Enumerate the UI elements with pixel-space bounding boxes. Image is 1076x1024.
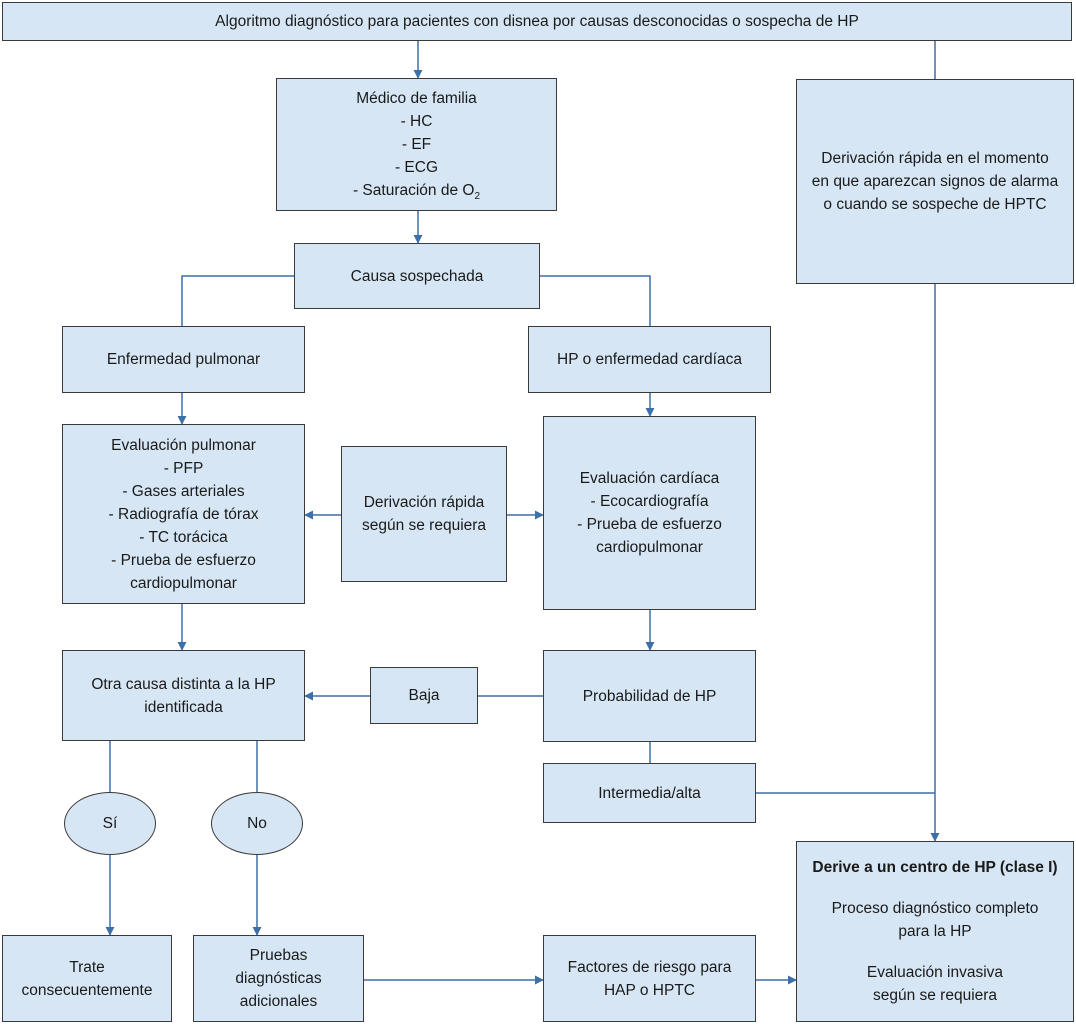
intermedia-box: Intermedia/alta: [543, 763, 756, 823]
trate-box: Trate consecuentemente: [2, 935, 172, 1022]
si-text: Sí: [102, 814, 118, 832]
derivacion-rapida-line: Derivación rápida: [363, 494, 485, 511]
eval-cardiaca-line: Evaluación cardíaca: [579, 470, 720, 487]
centro-line: para la HP: [898, 923, 972, 940]
pulmonar-text: Enfermedad pulmonar: [106, 351, 261, 368]
derivacion-alarma-line: o cuando se sospeche de HPTC: [823, 196, 1047, 213]
title-text: Algoritmo diagnóstico para pacientes con…: [215, 13, 859, 30]
no-text: No: [247, 814, 267, 832]
title-box: Algoritmo diagnóstico para pacientes con…: [2, 2, 1072, 41]
eval-pulmonar-line: - Prueba de esfuerzo: [111, 551, 256, 569]
trate-line: Trate: [69, 958, 105, 976]
eval-cardiaca-box: Evaluación cardíaca - Ecocardiografía - …: [543, 416, 756, 610]
cardiaca-text: HP o enfermedad cardíaca: [557, 351, 742, 368]
si-oval: Sí: [64, 792, 156, 855]
medico-heading: Médico de familia: [356, 90, 477, 107]
eval-pulmonar-line: Evaluación pulmonar: [111, 436, 256, 454]
medico-item-saturacion: - Saturación de O2: [352, 182, 481, 203]
medico-item: - ECG: [394, 159, 439, 176]
baja-text: Baja: [408, 687, 440, 704]
factores-line: HAP o HPTC: [603, 981, 696, 999]
otra-causa-box: Otra causa distinta a la HP identificada: [62, 650, 305, 741]
probabilidad-box: Probabilidad de HP: [543, 650, 756, 742]
centro-line: Evaluación invasiva: [866, 964, 1004, 981]
pruebas-line: Pruebas: [249, 947, 308, 964]
medico-item: - EF: [401, 136, 432, 153]
pulmonar-box: Enfermedad pulmonar: [62, 326, 305, 393]
centro-line: Proceso diagnóstico completo: [831, 900, 1039, 917]
eval-cardiaca-line: - Prueba de esfuerzo: [577, 516, 722, 533]
eval-cardiaca-line: - Ecocardiografía: [590, 493, 709, 510]
otra-causa-line: Otra causa distinta a la HP: [91, 675, 276, 693]
eval-cardiaca-line: cardiopulmonar: [596, 539, 703, 556]
pruebas-line: diagnósticas: [235, 970, 322, 987]
centro-heading: Derive a un centro de HP (clase I): [812, 859, 1058, 876]
factores-box: Factores de riesgo para HAP o HPTC: [543, 935, 756, 1022]
centro-line: según se requiera: [872, 987, 998, 1004]
medico-box: Médico de familia - HC - EF - ECG - Satu…: [276, 78, 557, 211]
eval-pulmonar-line: cardiopulmonar: [130, 574, 237, 592]
derivacion-rapida-line: según se requiera: [361, 517, 487, 534]
no-oval: No: [211, 792, 303, 855]
eval-pulmonar-line: - Radiografía de tórax: [108, 505, 259, 523]
causa-box: Causa sospechada: [294, 243, 540, 309]
line-causa-to-cardiaca: [540, 275, 651, 326]
pruebas-box: Pruebas diagnósticas adicionales: [193, 935, 364, 1022]
trate-line: consecuentemente: [21, 981, 153, 999]
eval-pulmonar-line: - PFP: [163, 459, 204, 477]
derivacion-alarma-line: en que aparezcan signos de alarma: [811, 173, 1059, 190]
derivacion-alarma-line: Derivación rápida en el momento: [821, 150, 1049, 167]
factores-line: Factores de riesgo para: [567, 958, 732, 976]
causa-text: Causa sospechada: [350, 267, 484, 285]
line-causa-to-pulmonar: [181, 275, 294, 326]
pruebas-line: adicionales: [239, 993, 318, 1010]
medico-item: - HC: [400, 113, 433, 130]
baja-box: Baja: [370, 667, 478, 724]
derivacion-alarma-box: Derivación rápida en el momento en que a…: [796, 79, 1074, 284]
intermedia-text: Intermedia/alta: [598, 784, 701, 802]
eval-pulmonar-box: Evaluación pulmonar - PFP - Gases arteri…: [62, 424, 305, 604]
probabilidad-text: Probabilidad de HP: [582, 687, 717, 705]
eval-pulmonar-line: - TC torácica: [139, 528, 228, 546]
otra-causa-line: identificada: [144, 698, 223, 716]
eval-pulmonar-line: - Gases arteriales: [122, 482, 245, 500]
derivacion-rapida-box: Derivación rápida según se requiera: [341, 446, 507, 582]
cardiaca-box: HP o enfermedad cardíaca: [528, 326, 771, 393]
centro-hp-box: Derive a un centro de HP (clase I) Proce…: [796, 841, 1074, 1022]
